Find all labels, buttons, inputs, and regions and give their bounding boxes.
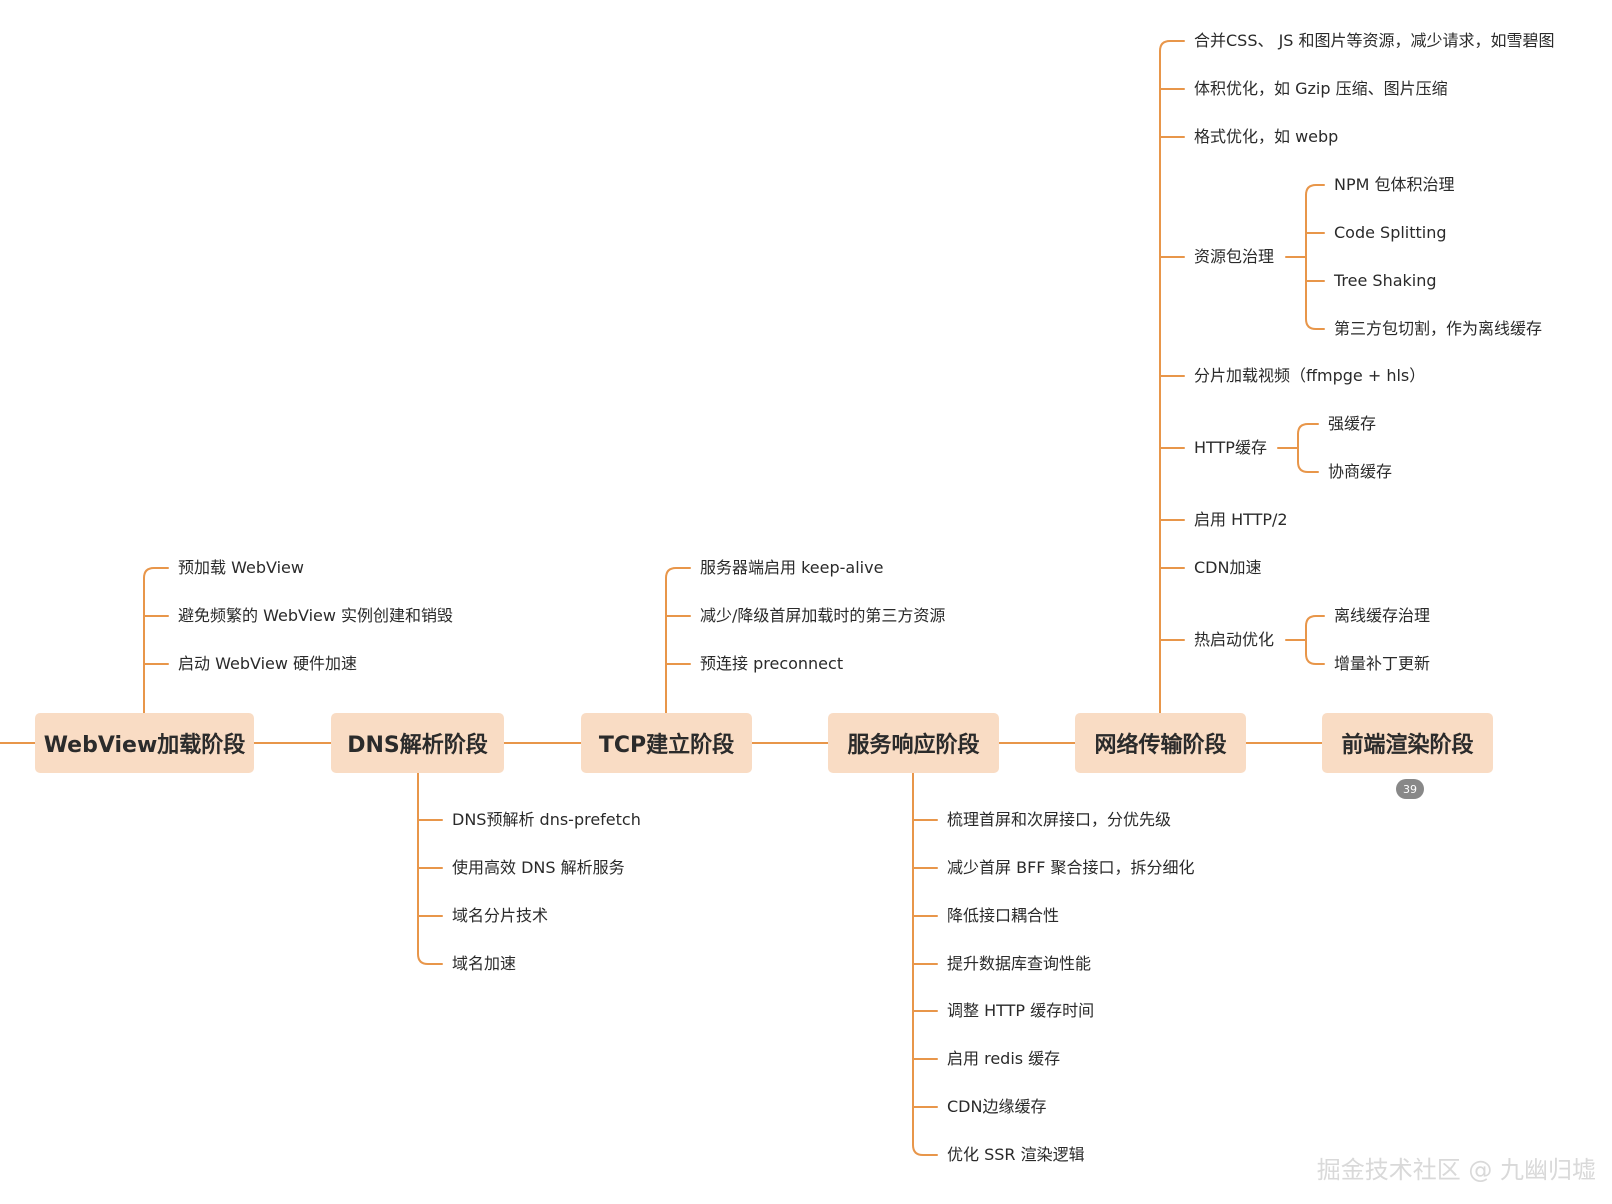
stage-webview[interactable]: WebView加载阶段 [35, 713, 254, 773]
network-item-volume[interactable]: 体积优化，如 Gzip 压缩、图片压缩 [1194, 79, 1448, 98]
stage-service[interactable]: 服务响应阶段 [828, 713, 999, 773]
stage-tcp[interactable]: TCP建立阶段 [581, 713, 752, 773]
service-item[interactable]: 提升数据库查询性能 [947, 954, 1092, 973]
hot-start-child[interactable]: 离线缓存治理 [1334, 606, 1431, 625]
bundle-child[interactable]: 第三方包切割，作为离线缓存 [1334, 319, 1543, 338]
network-item-http-cache[interactable]: HTTP缓存 [1194, 438, 1267, 457]
watermark: 掘金技术社区 @ 九幽归墟 [1316, 1156, 1596, 1184]
tcp-item[interactable]: 服务器端启用 keep-alive [700, 558, 884, 577]
bundle-child[interactable]: NPM 包体积治理 [1334, 175, 1455, 194]
tcp-item[interactable]: 减少/降级首屏加载时的第三方资源 [700, 606, 946, 625]
service-item[interactable]: 降低接口耦合性 [947, 906, 1060, 925]
service-item[interactable]: CDN边缘缓存 [947, 1097, 1047, 1116]
http-cache-child[interactable]: 强缓存 [1328, 414, 1377, 433]
network-item-format[interactable]: 格式优化，如 webp [1194, 127, 1339, 146]
bundle-child[interactable]: Tree Shaking [1334, 271, 1437, 290]
http-cache-child[interactable]: 协商缓存 [1328, 462, 1393, 481]
dns-item[interactable]: 域名加速 [452, 954, 517, 973]
service-item[interactable]: 启用 redis 缓存 [947, 1049, 1061, 1068]
service-item[interactable]: 优化 SSR 渲染逻辑 [947, 1145, 1085, 1164]
network-item-video[interactable]: 分片加载视频（ffmpge + hls） [1194, 366, 1426, 385]
service-item[interactable]: 梳理首屏和次屏接口，分优先级 [947, 810, 1172, 829]
webview-item[interactable]: 避免频繁的 WebView 实例创建和销毁 [178, 606, 454, 625]
network-item-cdn[interactable]: CDN加速 [1194, 558, 1262, 577]
service-item[interactable]: 减少首屏 BFF 聚合接口，拆分细化 [947, 858, 1195, 877]
stage-network[interactable]: 网络传输阶段 [1075, 713, 1246, 773]
stage-dns[interactable]: DNS解析阶段 [331, 713, 504, 773]
webview-item[interactable]: 启动 WebView 硬件加速 [178, 654, 358, 673]
tcp-item[interactable]: 预连接 preconnect [700, 654, 844, 673]
dns-item[interactable]: 域名分片技术 [452, 906, 549, 925]
hot-start-child[interactable]: 增量补丁更新 [1334, 654, 1431, 673]
network-item-merge[interactable]: 合并CSS、 JS 和图片等资源，减少请求，如雪碧图 [1194, 31, 1555, 50]
dns-item[interactable]: 使用高效 DNS 解析服务 [452, 858, 625, 877]
network-item-hot-start[interactable]: 热启动优化 [1194, 630, 1275, 649]
webview-item[interactable]: 预加载 WebView [178, 558, 304, 577]
service-item[interactable]: 调整 HTTP 缓存时间 [947, 1001, 1095, 1020]
stage-frontend[interactable]: 前端渲染阶段 [1322, 713, 1493, 773]
network-item-bundle[interactable]: 资源包治理 [1194, 247, 1275, 266]
bundle-child[interactable]: Code Splitting [1334, 223, 1447, 242]
collapsed-count-badge[interactable]: 39 [1396, 779, 1424, 799]
dns-item[interactable]: DNS预解析 dns-prefetch [452, 810, 641, 829]
network-item-http2[interactable]: 启用 HTTP/2 [1194, 510, 1288, 529]
